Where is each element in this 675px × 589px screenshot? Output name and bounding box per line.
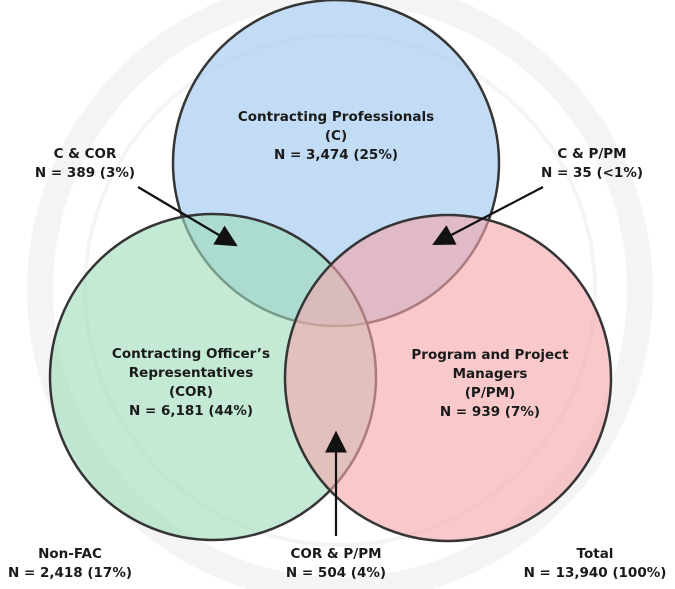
cor-title-line2: Representatives: [128, 365, 254, 381]
total-title: Total: [576, 546, 614, 562]
ppm-title-line2: Managers: [452, 366, 528, 382]
non-fac-title: Non-FAC: [38, 546, 102, 562]
total-count: N = 13,940 (100%): [523, 565, 667, 581]
ppm-abbrev: (P/PM): [464, 385, 516, 401]
c-count: N = 3,474 (25%): [273, 147, 399, 163]
cor-ppm-count: N = 504 (4%): [285, 565, 387, 581]
label-contracting-professionals: Contracting Professionals (C) N = 3,474 …: [216, 108, 456, 165]
ppm-title-line1: Program and Project: [411, 347, 569, 363]
label-ppm: Program and Project Managers (P/PM) N = …: [370, 346, 610, 422]
c-ppm-count: N = 35 (<1%): [540, 165, 644, 181]
arrow-c-cor: [137, 186, 238, 247]
cor-abbrev: (COR): [168, 384, 214, 400]
label-cor: Contracting Officer’s Representatives (C…: [71, 345, 311, 421]
c-cor-count: N = 389 (3%): [34, 165, 136, 181]
c-ppm-title: C & P/PM: [557, 146, 627, 162]
non-fac-count: N = 2,418 (17%): [7, 565, 133, 581]
label-overlap-cor-ppm: COR & P/PM N = 504 (4%): [266, 545, 406, 583]
cor-count: N = 6,181 (44%): [128, 403, 254, 419]
circle-ppm: [283, 213, 613, 543]
ppm-count: N = 939 (7%): [439, 404, 541, 420]
c-abbrev: (C): [324, 128, 348, 144]
label-overlap-c-ppm: C & P/PM N = 35 (<1%): [522, 145, 662, 183]
cor-ppm-title: COR & P/PM: [290, 546, 382, 562]
cor-title-line1: Contracting Officer’s: [111, 346, 271, 362]
label-overlap-c-cor: C & COR N = 389 (3%): [15, 145, 155, 183]
c-cor-title: C & COR: [53, 146, 117, 162]
label-non-fac: Non-FAC N = 2,418 (17%): [0, 545, 140, 583]
label-total: Total N = 13,940 (100%): [515, 545, 675, 583]
c-title: Contracting Professionals: [237, 109, 435, 125]
arrow-c-ppm: [432, 186, 544, 246]
